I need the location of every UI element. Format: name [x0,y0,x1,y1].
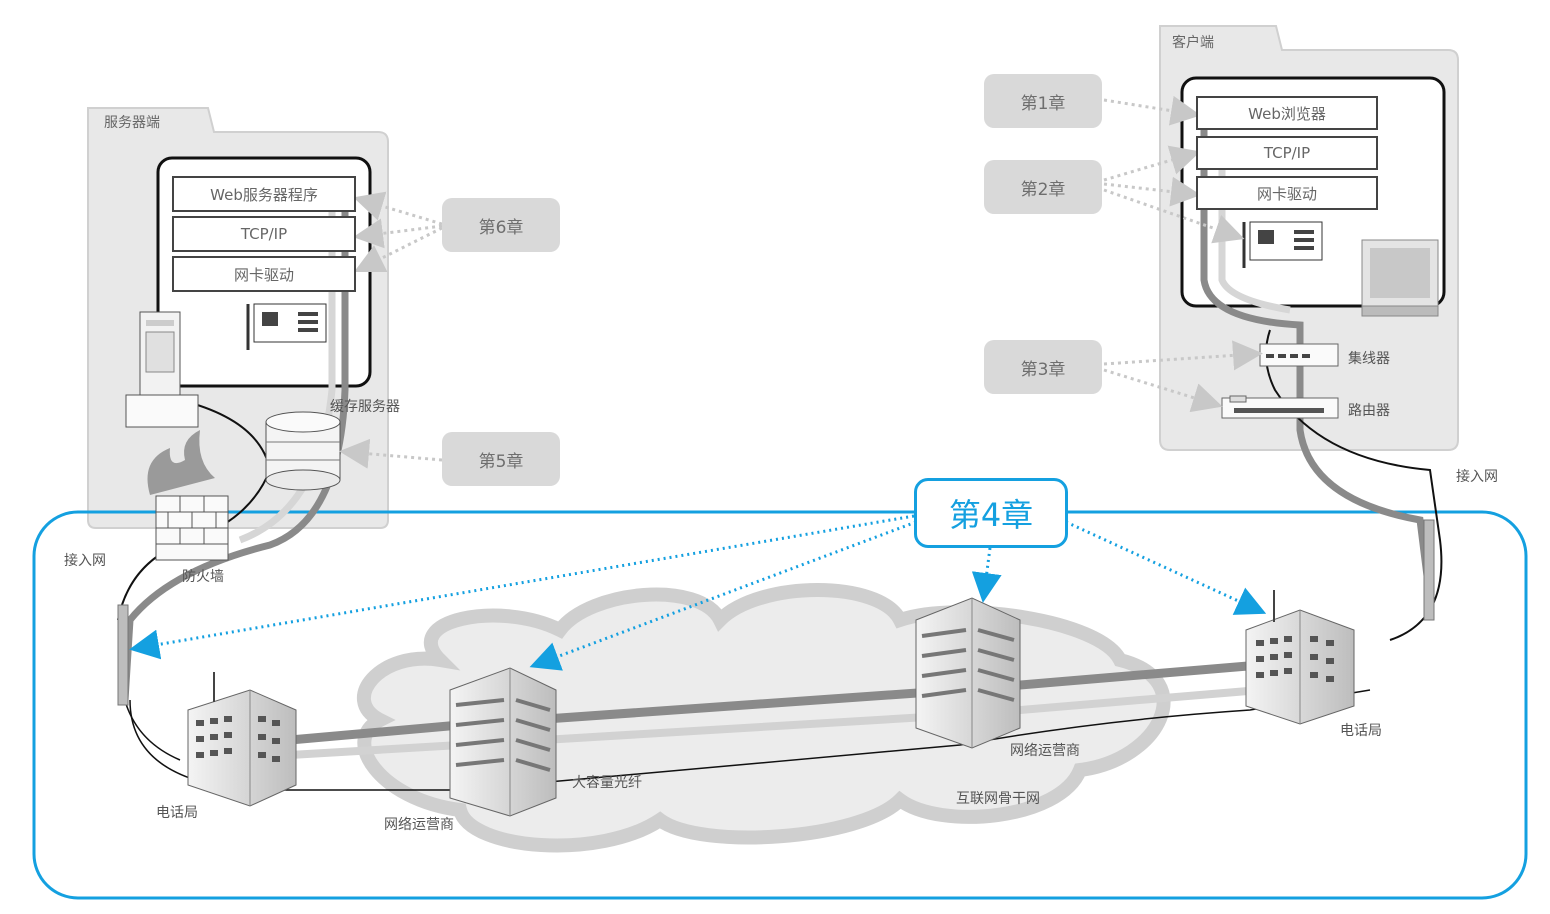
hub-icon [1259,343,1339,367]
cache-server-icon [265,411,341,491]
backbone-label: 互联网骨干网 [956,791,1040,807]
isp-left-label: 网络运营商 [384,817,454,833]
server-panel-title: 服务器端 [104,115,160,131]
chapter-5-label: 第5章 [442,432,560,486]
chapter4-boundary [32,510,1528,900]
firewall-label: 防火墙 [182,569,224,585]
client-nic-icon [1242,221,1323,268]
client-monitor-icon [1361,239,1439,317]
chapter-4-label: 第4章 [914,478,1068,548]
server-nic-icon [246,303,327,350]
client-layer-tcpip: TCP/IP [1196,136,1378,170]
phone-office-right-label: 电话局 [1340,723,1382,739]
backbone-line-gray [289,660,1261,745]
server-computer-icon [125,311,199,428]
cache-server-label: 缓存服务器 [330,399,400,415]
router-label: 路由器 [1348,403,1390,419]
phone-office-right-icon [1245,590,1355,725]
client-layer-browser: Web浏览器 [1196,96,1378,130]
firewall-icon [147,430,229,561]
client-cable-light [1218,140,1291,314]
client-cable-gray [1200,125,1434,601]
hub-label: 集线器 [1348,351,1390,367]
phone-office-left-label: 电话局 [156,805,198,821]
client-layer-nic-driver: 网卡驱动 [1196,176,1378,210]
client-panel-title: 客户端 [1172,35,1214,51]
chapter4-arrows [129,514,1267,671]
server-layer-tcpip: TCP/IP [172,216,356,252]
isp-right-label: 网络运营商 [1010,743,1080,759]
phone-office-left-icon [187,672,297,807]
access-network-right-label: 接入网 [1456,469,1498,485]
left-pole [117,604,129,706]
isp-building-right-icon [915,597,1021,749]
access-network-left-label: 接入网 [64,553,106,569]
right-pole [1423,519,1435,621]
server-layer-web-server: Web服务器程序 [172,176,356,212]
router-icon [1221,395,1339,419]
chapter-6-label: 第6章 [442,198,560,252]
fiber-label: 大容量光纤 [572,775,642,791]
isp-building-left-icon [449,667,557,817]
server-cable-black [117,399,272,621]
chapter-1-label: 第1章 [984,74,1102,128]
backbone-line-light [289,686,1261,759]
chapter-2-label: 第2章 [984,160,1102,214]
chapter-arrows-gray [339,95,1263,469]
server-layer-nic-driver: 网卡驱动 [172,256,356,292]
chapter-3-label: 第3章 [984,340,1102,394]
